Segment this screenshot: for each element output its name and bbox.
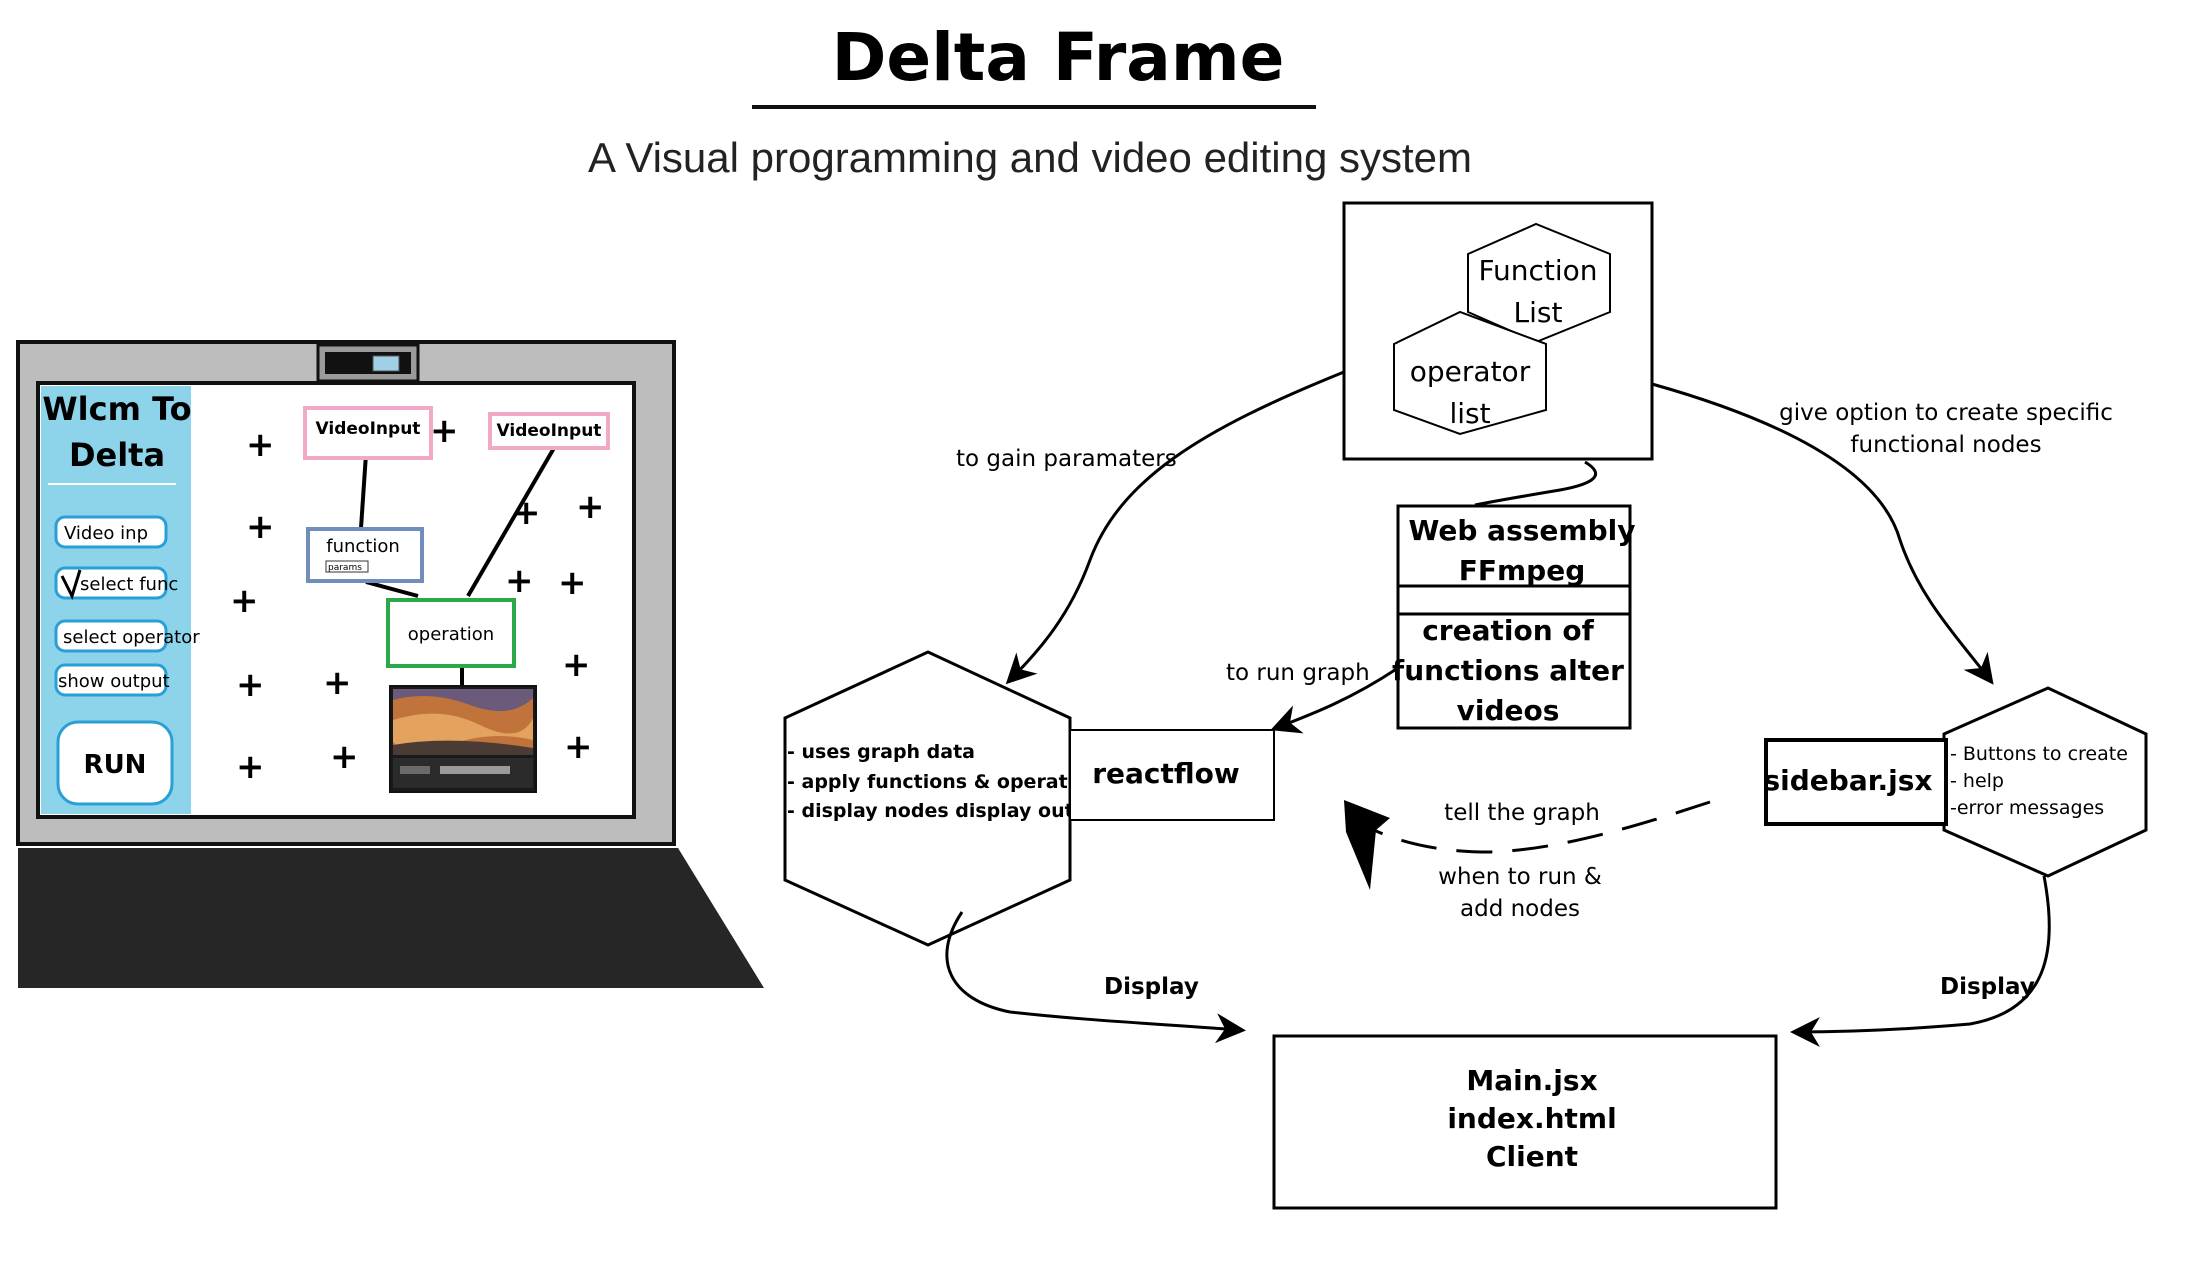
edge-sidebar-to-reactflow: [1349, 800, 1711, 854]
reactflow-box: [1069, 729, 1275, 821]
sidebar-jsx-label: sidebar.jsx: [1763, 764, 1932, 797]
sidebar-hexagon-line2: - help: [1950, 770, 2004, 792]
svg-text:+: +: [246, 507, 275, 547]
graph-hexagon-line3: - display nodes display output: [787, 800, 1110, 822]
function-list-label-line2: List: [1514, 296, 1563, 329]
edge-label-give-option-line1: give option to create specific: [1779, 400, 2113, 426]
app-sidebar-title-line1: Wlcm To: [42, 390, 191, 428]
edge-label-display-left: Display: [1104, 974, 1199, 1000]
canvas-video-input-node-2[interactable]: [488, 412, 610, 450]
svg-text:+: +: [236, 747, 265, 787]
canvas-operation-node-label: operation: [408, 624, 494, 645]
select-function-button-label: select func: [80, 574, 178, 595]
main-box-line2: index.html: [1447, 1102, 1616, 1135]
canvas-edge-videoinput-function: [359, 453, 368, 529]
edge-label-gain-params: to gain paramaters: [956, 446, 1177, 472]
reactflow-label: reactflow: [1092, 757, 1240, 790]
edge-label-display-right: Display: [1940, 974, 2035, 1000]
sidebar-hexagon-line1: - Buttons to create: [1950, 743, 2128, 765]
connector-lists-to-wasm: [1474, 460, 1598, 507]
svg-text:+: +: [564, 727, 593, 767]
canvas-video-input-node-1-label: VideoInput: [316, 419, 421, 439]
wasm-label-line3: creation of: [1422, 614, 1594, 647]
edge-sidebar-to-reactflow-arrowhead: [1344, 800, 1390, 890]
run-button-label: RUN: [84, 750, 147, 780]
canvas-output-preview: [389, 685, 537, 793]
canvas-function-node-label: function: [326, 536, 400, 557]
canvas-video-input-node-2-label: VideoInput: [497, 421, 602, 441]
wasm-label-line5: videos: [1457, 694, 1560, 727]
video-input-button[interactable]: [54, 515, 168, 549]
operator-list-hexagon: [1393, 310, 1547, 436]
canvas-edge-function-operation: [365, 580, 419, 598]
edge-label-when-run-line1: when to run &: [1438, 864, 1602, 890]
svg-text:+: +: [323, 663, 352, 703]
video-input-button-label: Video inp: [64, 523, 148, 544]
canvas-operation-node[interactable]: [386, 598, 516, 668]
main-box-line1: Main.jsx: [1466, 1064, 1597, 1097]
wasm-ffmpeg-box: Web assembly FFmpeg creation of function…: [1392, 504, 1636, 730]
edge-wasm-to-reactflow: [1270, 666, 1399, 734]
checkmark-icon: [60, 569, 82, 601]
svg-text:+: +: [236, 665, 265, 705]
operator-list-label-line1: operator: [1410, 355, 1531, 388]
operator-list-label-line2: list: [1449, 397, 1490, 430]
app-sidebar-title-line2: Delta: [69, 436, 165, 474]
graph-hexagon-line1: - uses graph data: [787, 741, 975, 763]
canvas-function-params-field[interactable]: [325, 560, 369, 573]
select-operator-button-label: select operator: [63, 627, 200, 648]
canvas-video-input-node-1[interactable]: [303, 406, 433, 460]
svg-text:+: +: [505, 561, 534, 601]
svg-text:+: +: [576, 487, 605, 527]
edge-label-when-run-line2: add nodes: [1460, 896, 1580, 922]
laptop-camera-lens: [372, 355, 400, 372]
wasm-label-line2: FFmpeg: [1459, 554, 1586, 587]
graph-hexagon-line2: - apply functions & operators: [787, 771, 1101, 793]
edge-lists-to-sidebar: [1651, 382, 1994, 685]
edge-graph-to-main: [945, 911, 1246, 1044]
select-operator-button[interactable]: [54, 619, 168, 653]
sidebar-jsx-box: [1764, 738, 1948, 826]
edge-sidebar-to-main: [1790, 875, 2051, 1047]
wasm-label-line4: functions alter: [1392, 654, 1624, 687]
svg-text:+: +: [558, 563, 587, 603]
wasm-label-line1: Web assembly: [1409, 514, 1636, 547]
laptop-base: [18, 848, 764, 988]
laptop-illustration: Wlcm To Delta Video inp select func sele…: [16, 340, 764, 988]
canvas-function-params-label: params: [328, 563, 362, 573]
graph-hexagon: [783, 650, 1072, 947]
canvas-grid-crosses: + + + + + + + + + + + + + +: [230, 411, 605, 787]
svg-text:+: +: [330, 737, 359, 777]
function-list-label-line1: Function: [1478, 254, 1597, 287]
run-button[interactable]: [56, 720, 174, 806]
sidebar-hexagon-line3: -error messages: [1950, 797, 2104, 819]
edge-label-give-option-line2: functional nodes: [1850, 432, 2041, 458]
svg-text:+: +: [430, 411, 459, 451]
svg-text:+: +: [230, 581, 259, 621]
sidebar-hexagon: [1942, 686, 2148, 878]
edge-label-tell-graph: tell the graph: [1444, 800, 1600, 826]
page-subtitle: A Visual programming and video editing s…: [588, 134, 1472, 181]
page-title: Delta Frame: [832, 19, 1285, 96]
svg-text:+: +: [246, 425, 275, 465]
show-output-button[interactable]: [54, 663, 168, 697]
main-box-line3: Client: [1486, 1140, 1578, 1173]
select-function-button[interactable]: [54, 566, 168, 600]
edge-lists-to-graph: [1005, 370, 1345, 685]
function-list-hexagon: [1467, 222, 1611, 344]
canvas-edge-videoinput-operation: [466, 446, 556, 598]
svg-text:+: +: [562, 645, 591, 685]
edge-label-run-graph: to run graph: [1226, 660, 1370, 686]
show-output-button-label: show output: [58, 671, 170, 692]
main-client-box: [1272, 1034, 1778, 1210]
